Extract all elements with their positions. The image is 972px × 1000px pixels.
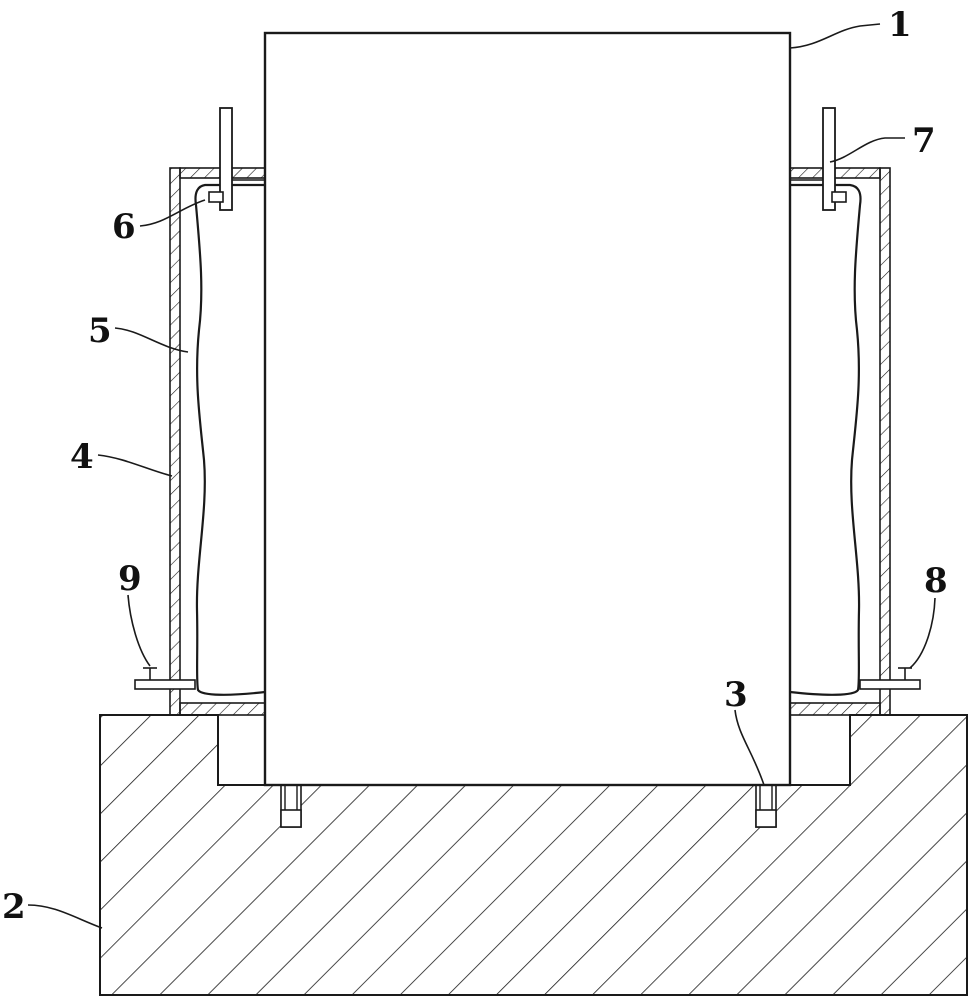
label-6: 6	[112, 207, 136, 247]
bladder-left	[194, 183, 266, 696]
clamp-right	[790, 107, 847, 211]
bladder-right	[789, 183, 862, 696]
leader-9	[127, 594, 151, 667]
label-7: 7	[912, 121, 936, 161]
bolt-left	[280, 784, 302, 828]
leader-1	[789, 23, 881, 49]
leader-2	[27, 904, 103, 929]
bolt-right	[755, 784, 777, 828]
label-1: 1	[888, 5, 912, 45]
label-9: 9	[118, 559, 142, 599]
leader-4	[97, 454, 173, 477]
label-8: 8	[924, 561, 948, 601]
leader-3	[734, 709, 765, 786]
label-3: 3	[724, 675, 748, 715]
leader-lines	[27, 23, 936, 929]
main-body	[263, 31, 792, 787]
leader-5	[114, 327, 189, 353]
valve-left	[134, 667, 196, 690]
label-5: 5	[88, 311, 112, 351]
leader-6	[139, 199, 206, 227]
label-4: 4	[70, 437, 94, 477]
clamp-left	[208, 107, 265, 211]
housing-left	[169, 167, 266, 716]
valve-right	[859, 667, 921, 690]
label-2: 2	[2, 887, 26, 927]
housing-right	[789, 167, 891, 716]
leader-7	[829, 137, 905, 163]
leader-8	[909, 597, 936, 669]
